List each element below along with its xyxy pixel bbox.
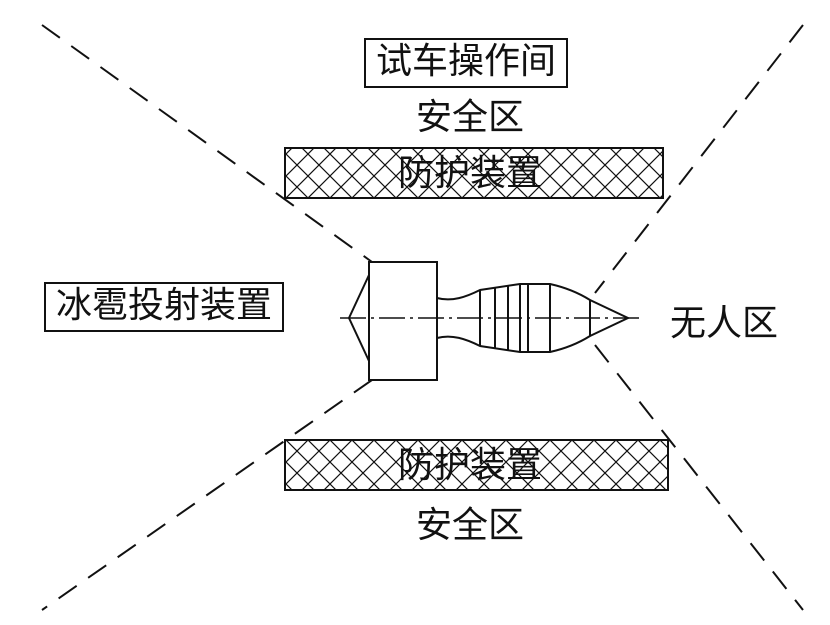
boundary-line-upper-right: [594, 24, 804, 294]
guard-top-barrier: [284, 147, 664, 199]
no-man-zone-label: 无人区: [670, 303, 779, 344]
engine-fan-case: [368, 261, 438, 381]
test-room-label: 试车操作间: [364, 38, 569, 88]
safe-zone-top-label: 安全区: [416, 97, 525, 138]
boundary-line-lower-left: [41, 379, 373, 611]
safe-zone-bottom-label: 安全区: [416, 505, 525, 546]
engine-drawing: [347, 261, 631, 381]
boundary-lines: [41, 24, 804, 611]
guard-top-label: 防护装置: [398, 153, 543, 194]
hail-device-label: 冰雹投射装置: [44, 282, 285, 332]
boundary-line-lower-right: [594, 344, 804, 611]
guard-bottom-barrier: [284, 439, 669, 491]
boundary-line-upper-left: [41, 24, 373, 263]
guard-bottom-label: 防护装置: [398, 445, 543, 486]
engine-core: [436, 283, 631, 353]
